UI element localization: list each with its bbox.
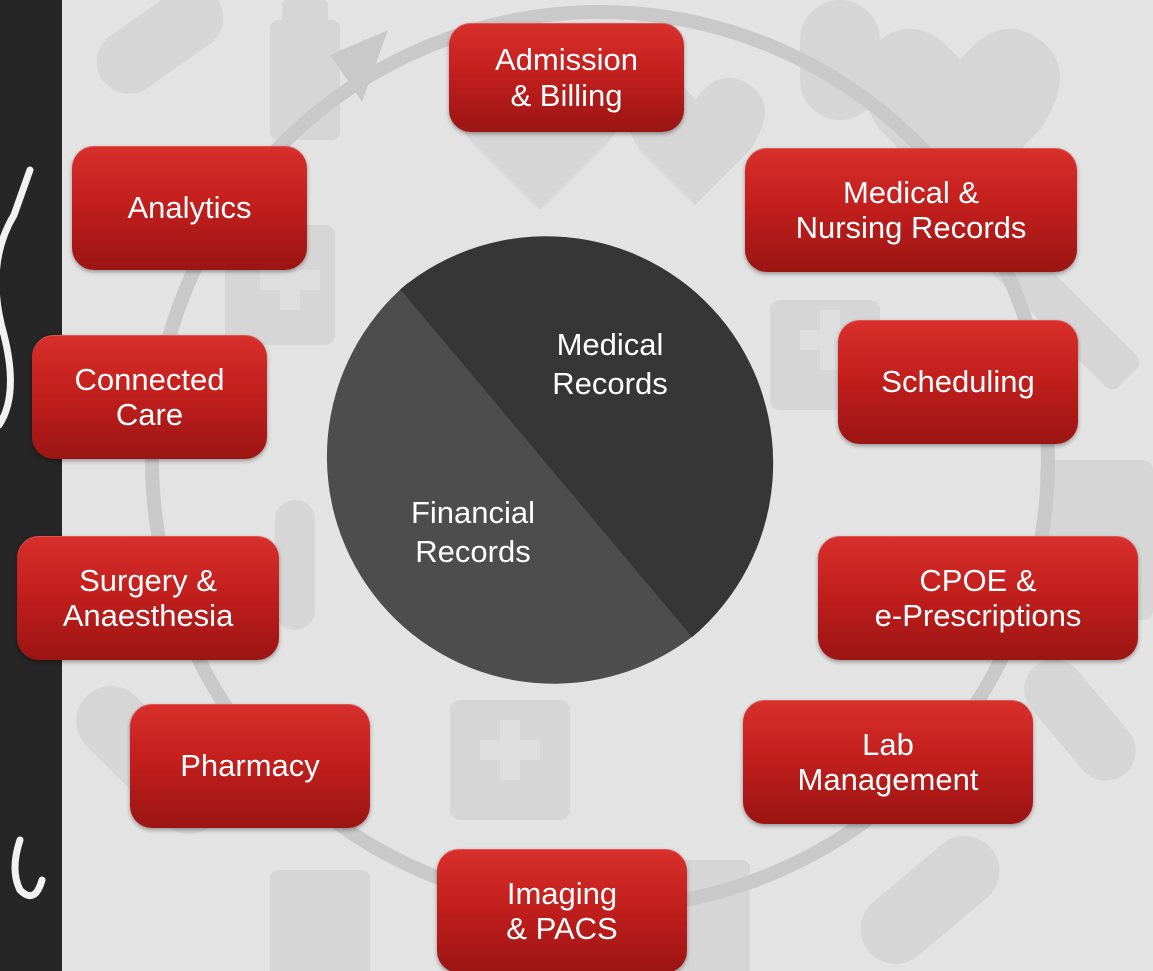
medical-records-label: Medical Records xyxy=(552,327,668,401)
cross-icon xyxy=(480,720,540,780)
financial-records-label: Financial Records xyxy=(410,495,536,569)
bottle-icon xyxy=(270,870,370,971)
pill-icon xyxy=(860,836,1000,964)
module-pharmacy[interactable]: Pharmacy xyxy=(130,704,370,828)
heart-icon xyxy=(860,28,1060,210)
pill-icon xyxy=(96,0,224,94)
module-scheduling[interactable]: Scheduling xyxy=(838,320,1078,444)
cycle-arrow-head xyxy=(330,30,388,102)
pill-icon xyxy=(1024,659,1136,781)
module-lab-management[interactable]: Lab Management xyxy=(743,700,1033,824)
cross-icon xyxy=(260,250,320,310)
cross-icon xyxy=(800,310,860,370)
module-cpoe-eprescriptions[interactable]: CPOE & e-Prescriptions xyxy=(818,536,1138,660)
module-medical-nursing-records[interactable]: Medical & Nursing Records xyxy=(745,148,1077,272)
stethoscope-icon xyxy=(0,166,46,900)
module-analytics[interactable]: Analytics xyxy=(72,146,307,270)
left-dark-strip xyxy=(0,0,62,971)
module-connected-care[interactable]: Connected Care xyxy=(32,335,267,459)
module-admission-billing[interactable]: Admission & Billing xyxy=(449,23,684,132)
module-imaging-pacs[interactable]: Imaging & PACS xyxy=(437,849,687,971)
module-surgery-anaesthesia[interactable]: Surgery & Anaesthesia xyxy=(17,536,279,660)
capsule-icon xyxy=(275,500,315,630)
